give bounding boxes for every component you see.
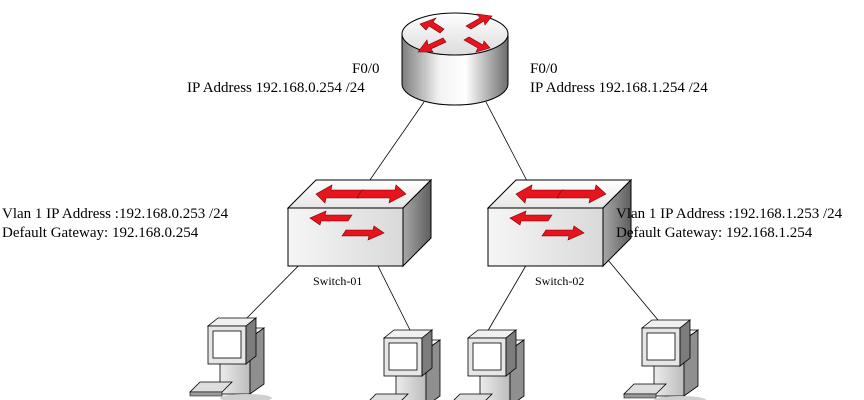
switch-02-vlan-ip-label: Vlan 1 IP Address :192.168.1.253 /24 — [616, 206, 843, 222]
router-icon — [401, 12, 509, 106]
link-switch-02-pc-4 — [597, 247, 664, 327]
switch-02-name-label: Switch-02 — [535, 274, 585, 288]
switch-02-icon — [487, 179, 632, 267]
link-switch-02-pc-3 — [485, 261, 529, 335]
desktop-computer-icon — [623, 319, 707, 400]
switch-02-gateway-label: Default Gateway: 192.168.1.254 — [616, 225, 813, 241]
switch-01-gateway-label: Default Gateway: 192.168.0.254 — [2, 225, 199, 241]
desktop-computer-icon — [189, 317, 273, 400]
link-switch-01-pc-2 — [375, 261, 411, 331]
router-right-ip-label: IP Address 192.168.1.254 /24 — [530, 80, 708, 96]
desktop-computer-icon — [449, 329, 533, 400]
switch-01-icon — [287, 179, 432, 267]
switch-01-name-label: Switch-01 — [313, 274, 363, 288]
router-left-ip-label: IP Address 192.168.0.254 /24 — [187, 80, 365, 96]
router-left-interface-label: F0/0 — [352, 61, 380, 77]
desktop-computer-icon — [365, 329, 449, 400]
switch-01-vlan-ip-label: Vlan 1 IP Address :192.168.0.253 /24 — [2, 206, 229, 222]
router-right-interface-label: F0/0 — [530, 61, 558, 77]
